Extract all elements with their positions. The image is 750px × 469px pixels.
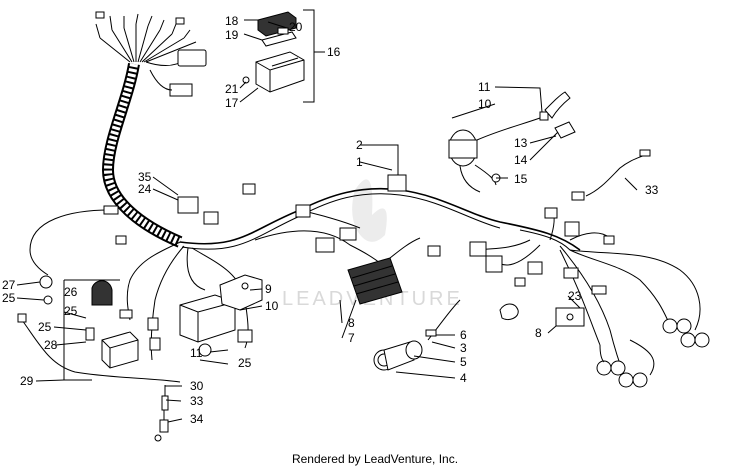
callout-16: 15 [514,172,528,186]
callout-24: 24 [138,182,152,196]
callout-29: 28 [44,338,58,352]
left-sensor-parts [17,205,127,323]
bulb-holder [618,372,648,388]
ground-lead-33 [585,149,651,197]
callout-35: 35 [138,170,152,184]
callout-25-center: 25 [238,356,252,370]
switch-parts-3-4-5 [373,299,519,371]
callout-2: 2 [356,138,363,152]
callout-13: 11 [478,80,491,94]
callout-8-center: 8 [348,316,355,330]
callout-27: 25 [64,304,78,318]
bulb-holder [680,332,710,348]
main-harness-trunk [21,187,701,383]
callout-14: 13 [514,136,528,150]
bulb-holder [596,360,626,376]
callout-3: 3 [460,341,467,355]
cdi-module-10 [179,274,263,343]
callout-28: 26 [64,285,78,299]
callout-17: 16 [327,45,341,59]
callout-7: 7 [348,331,355,345]
callout-23: 23 [568,289,582,303]
callout-10: 10 [265,299,279,313]
callout-22: 21 [225,82,239,96]
callout-8-right: 8 [535,326,542,340]
callout-11: 11 [190,346,203,360]
callout-4: 4 [460,371,467,385]
callout-32: 30 [190,379,204,393]
callout-12: 10 [478,97,492,111]
leader-lines [16,19,638,423]
voltage-regulator-7 [347,237,421,305]
harness-connectors [177,174,615,287]
callout-5: 5 [460,355,467,369]
callout-6: 6 [460,328,467,342]
callout-9: 9 [265,282,272,296]
callout-33-left: 33 [190,394,204,408]
fuse-box-17 [242,9,325,103]
callout-1: 1 [356,155,363,169]
callout-30: 29 [20,374,34,388]
callout-26: 25 [38,320,52,334]
callout-18: 17 [225,96,239,110]
callout-19: 18 [225,14,239,28]
callout-25-left: 25 [2,291,16,305]
callout-34: 34 [190,412,204,426]
bulb-holder [662,318,692,334]
callout-20: 19 [225,28,239,42]
callout-21: 20 [289,20,303,34]
braided-loom [101,62,183,248]
callout-15: 14 [514,153,528,167]
callout-33-right: 33 [645,183,659,197]
lamp-sockets [555,285,710,388]
credit-line: Rendered by LeadVenture, Inc. [291,452,459,466]
callout-labels: 18 19 20 21 17 16 11 10 13 14 15 2 1 35 … [2,14,659,426]
callout-31: 27 [2,278,16,292]
relay-components [63,279,212,442]
main-harness-connector-fan [95,11,207,97]
ignition-coil-12 [448,91,576,193]
